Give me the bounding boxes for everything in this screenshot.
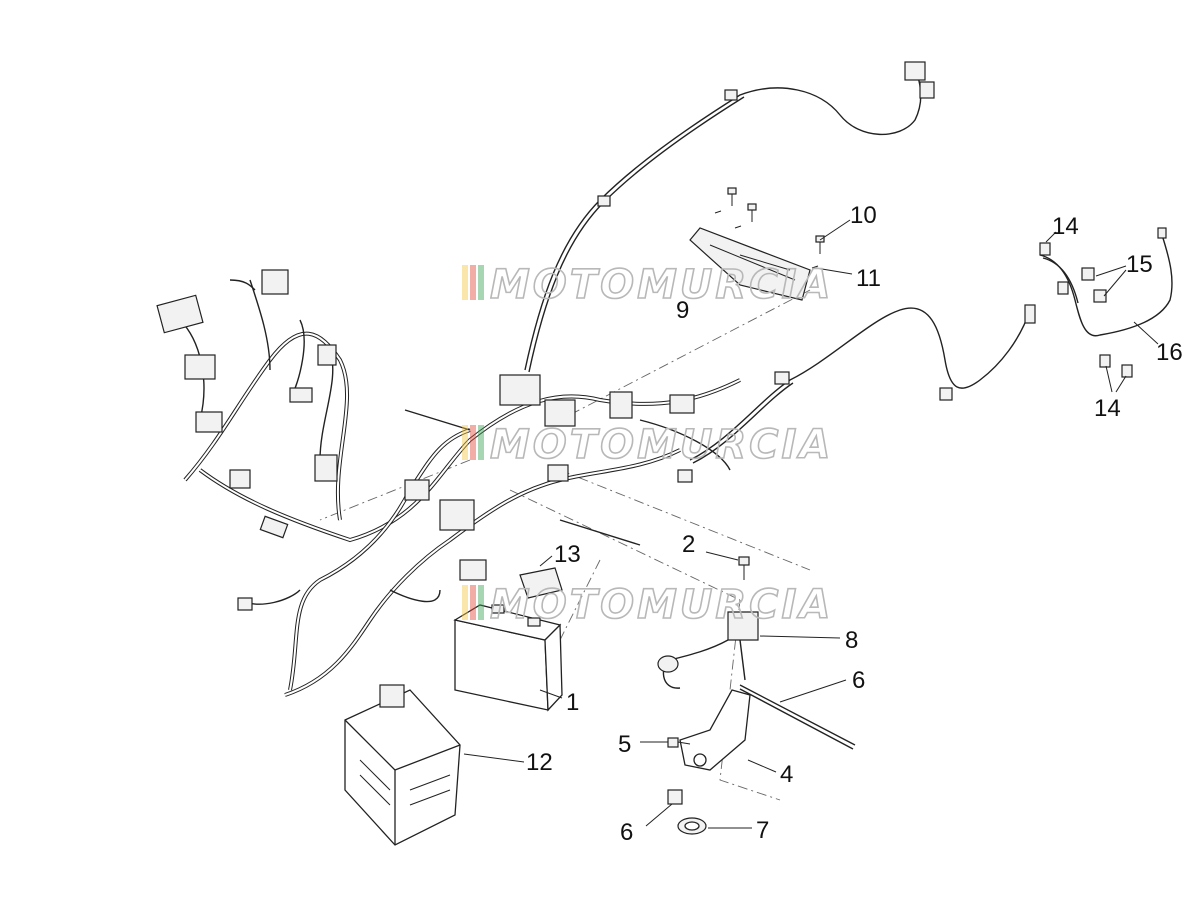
label-part-13: 13 [554,541,581,568]
fuse-box-12 [344,684,461,846]
watermark-logo-1: MOTOMURCIA [462,261,833,309]
label-part-10: 10 [850,202,877,229]
watermark-text-2: MOTOMURCIA [490,422,833,468]
watermark-logo-2: MOTOMURCIA [462,421,833,469]
label-part-16: 16 [1156,339,1183,366]
cable-16 [1039,227,1173,378]
label-part-14-top: 14 [1052,213,1079,240]
bolt-2 [738,556,750,580]
upper-cable [524,61,935,373]
label-part-7: 7 [756,817,769,844]
label-part-12: 12 [526,749,553,776]
washers-11 [714,210,819,269]
clip-6 [667,789,683,805]
terminal-13 [519,567,563,599]
watermark-text-3: MOTOMURCIA [490,582,833,628]
watermark-logo-3: MOTOMURCIA [462,581,833,629]
part-labels: 1 2 4 5 6 6 7 8 9 10 11 12 13 14 14 15 1… [526,202,1183,846]
rod-6 [739,684,856,750]
watermark-text-1: MOTOMURCIA [490,262,833,308]
label-part-15: 15 [1126,251,1153,278]
label-part-5: 5 [618,731,631,758]
clamp-7 [677,817,707,835]
label-part-14-bottom: 14 [1094,395,1121,422]
label-part-9: 9 [676,297,689,324]
leader-lines [463,219,1159,829]
watermarks: MOTOMURCIA MOTOMURCIA MOTOMURCIA [462,261,833,629]
label-part-6-clip: 6 [620,819,633,846]
label-part-1: 1 [566,689,579,716]
control-unit-9 [689,227,811,301]
label-part-8: 8 [845,627,858,654]
bracket-4 [679,689,751,771]
label-part-2: 2 [682,531,695,558]
main-wiring-harness [156,269,741,697]
sensor-8 [657,611,759,689]
label-part-6-rod: 6 [852,667,865,694]
label-part-4: 4 [780,761,793,788]
right-cable [689,304,1036,464]
label-part-11: 11 [856,265,881,292]
battery-1 [453,604,563,712]
screws-10 [727,187,825,254]
